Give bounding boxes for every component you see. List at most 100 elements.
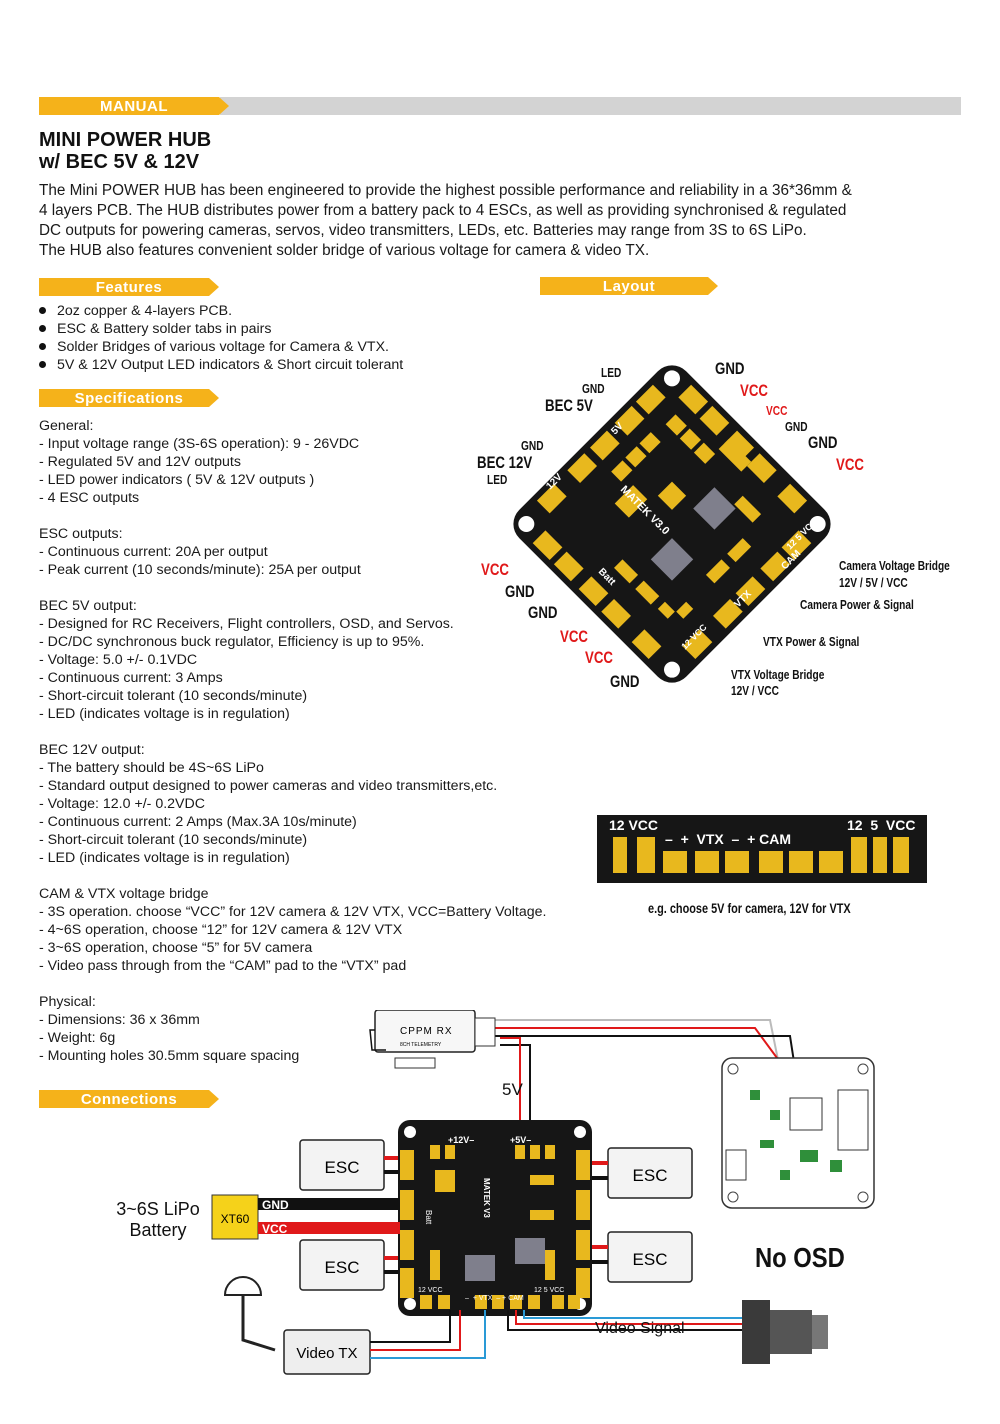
label-gnd-r: GND [808,433,838,452]
intro-line: 4 layers PCB. The HUB distributes power … [39,202,847,219]
spec-line: - Video pass through from the “CAM” pad … [39,958,407,974]
label-vcc-tr: VCC [740,381,769,400]
spec-line: - LED (indicates voltage is in regulatio… [39,706,290,722]
hub-batt: Batt [424,1210,433,1225]
label-vtx-bridge-options: 12V / VCC [731,683,779,698]
esc-bl: ESC [299,1239,385,1291]
bridge-pad [613,837,627,873]
spec-line: - Voltage: 12.0 +/- 0.2VDC [39,796,206,812]
bridge-strip-vtx-cam: – + VTX – + CAM [665,831,792,847]
esc-tr-label: ESC [633,1166,668,1185]
label-vcc-b1: VCC [560,627,589,646]
flight-controller [721,1057,875,1209]
label-vtx-voltage-bridge: VTX Voltage Bridge [731,667,825,682]
esc-br-label: ESC [633,1250,668,1269]
spec-bec5: BEC 5V output: - Designed for RC Receive… [39,597,546,723]
specifications-text: General: - Input voltage range (3S-6S op… [39,417,546,1083]
manual-banner: MANUAL [39,97,229,115]
list-item: Solder Bridges of various voltage for Ca… [39,338,403,356]
intro-line: DC outputs for powering cameras, servos,… [39,222,807,239]
spec-line: - The battery should be 4S~6S LiPo [39,760,264,776]
spec-line: - Regulated 5V and 12V outputs [39,454,241,470]
bridge-pad [759,851,783,873]
esc-wires [384,1156,608,1274]
title-line-1: MINI POWER HUB [39,129,212,151]
bridge-pad [637,837,655,873]
video-tx-label: Video TX [296,1345,357,1362]
bullet-icon [39,342,46,350]
feature-text: 2oz copper & 4-layers PCB. [57,303,233,319]
manual-header-bar [220,97,961,115]
receiver-sublabel: 8CH TELEMETRY [400,1042,442,1048]
list-item: 2oz copper & 4-layers PCB. [39,302,403,320]
receiver: CPPM RX 8CH TELEMETRY [369,1010,496,1069]
specifications-heading: Specifications [74,389,184,407]
bridge-strip-caption: e.g. choose 5V for camera, 12V for VTX [648,900,851,916]
bridge-pad [893,837,909,873]
esc-br: ESC [607,1231,693,1283]
battery-vcc-wire [258,1222,400,1234]
spec-line: CAM & VTX voltage bridge [39,886,209,902]
manual-label: MANUAL [100,97,168,115]
esc-tl: ESC [299,1139,385,1191]
battery-label-line2: Battery [129,1220,186,1240]
video-tx: Video TX [283,1329,371,1375]
esc-tl-label: ESC [325,1158,360,1177]
bridge-strip: 12 VCC 12 5 VCC – + VTX – + CAM [597,815,927,883]
bridge-pad [789,851,813,873]
battery-gnd-wire [258,1198,400,1210]
label-gnd-l2: GND [528,603,558,622]
layout-banner: Layout [540,277,718,295]
battery-label-line1: 3~6S LiPo [116,1199,200,1219]
video-signal-label: Video Signal [595,1320,685,1337]
features-list: 2oz copper & 4-layers PCB. ESC & Battery… [39,302,403,374]
hub-brand: MATEK V3 [482,1178,491,1218]
rx-wires [490,1019,795,1063]
pcb-board [513,365,831,683]
intro-paragraph: The Mini POWER HUB has been engineered t… [39,181,969,261]
spec-line: - Voltage: 5.0 +/- 0.1VDC [39,652,198,668]
bridge-pad [725,851,749,873]
bridge-strip-125vcc: 12 5 VCC [847,817,916,833]
spec-line: - LED power indicators ( 5V & 12V output… [39,472,315,488]
camera-wires [507,1310,750,1331]
spec-line: - Designed for RC Receivers, Flight cont… [39,616,454,632]
spec-line: - Continuous current: 2 Amps (Max.3A 10s… [39,814,357,830]
bridge-pad [663,851,687,873]
spec-line: Physical: [39,994,96,1010]
bridge-strip-12vcc: 12 VCC [609,817,659,833]
bridge-pad [819,851,843,873]
hub-125vcc: 12 5 VCC [534,1287,564,1294]
spec-line: - LED (indicates voltage is in regulatio… [39,850,290,866]
spec-line: - 3~6S operation, choose “5” for 5V came… [39,940,313,956]
spec-line: - Mounting holes 30.5mm square spacing [39,1048,300,1064]
label-led-l: LED [487,472,508,487]
label-camera-power-signal: Camera Power & Signal [800,597,914,612]
label-gnd-b: GND [610,672,640,691]
label-gnd-l-small: GND [521,438,544,453]
spec-line: - 4 ESC outputs [39,490,140,506]
spec-bridge: CAM & VTX voltage bridge - 3S operation.… [39,885,546,975]
spec-bec12: BEC 12V output: - The battery should be … [39,741,546,867]
bridge-pad [873,837,887,873]
hub-12v-label: +12V– [448,1135,474,1145]
list-item: 5V & 12V Output LED indicators & Short c… [39,356,403,374]
connections-banner: Connections [39,1090,219,1108]
spec-line: General: [39,418,94,434]
spec-line: - Input voltage range (3S-6S operation):… [39,436,360,452]
title-line-2: w/ BEC 5V & 12V [39,151,200,173]
spec-esc: ESC outputs: - Continuous current: 20A p… [39,525,546,579]
spec-line: - Standard output designed to power came… [39,778,498,794]
receiver-label: CPPM RX [400,1026,453,1037]
label-gnd-tr-small: GND [785,419,808,434]
label-gnd-top: GND [582,381,605,396]
spec-line: - Continuous current: 3 Amps [39,670,223,686]
spec-general: General: - Input voltage range (3S-6S op… [39,417,546,507]
spec-line: ESC outputs: [39,526,123,542]
hub-5v-label: +5V– [510,1135,531,1145]
hub-12vcc: 12 VCC [418,1287,443,1294]
specifications-banner: Specifications [39,389,219,407]
bullet-icon [39,324,46,332]
features-heading: Features [95,278,163,296]
no-osd-label: No OSD [755,1241,845,1273]
